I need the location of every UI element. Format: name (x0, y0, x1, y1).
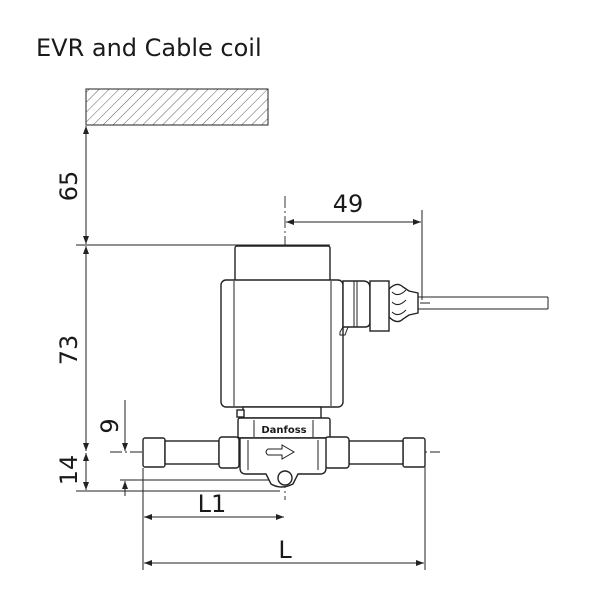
dim-label-l: L (278, 536, 292, 564)
ceiling-hatch (85, 88, 269, 126)
drawing-title: EVR and Cable coil (36, 34, 262, 62)
brand-label: Danfoss (261, 425, 306, 436)
cable (388, 283, 549, 323)
dim-label-49: 49 (333, 190, 364, 218)
flow-arrow-icon (265, 444, 295, 460)
dim-label-65: 65 (55, 171, 83, 202)
dim-label-9: 9 (96, 418, 124, 433)
coil (220, 245, 390, 408)
dim-label-l1: L1 (198, 490, 227, 518)
dim-label-14: 14 (55, 455, 83, 486)
valve-body: Danfoss (142, 406, 426, 488)
dim-label-73: 73 (55, 335, 83, 366)
